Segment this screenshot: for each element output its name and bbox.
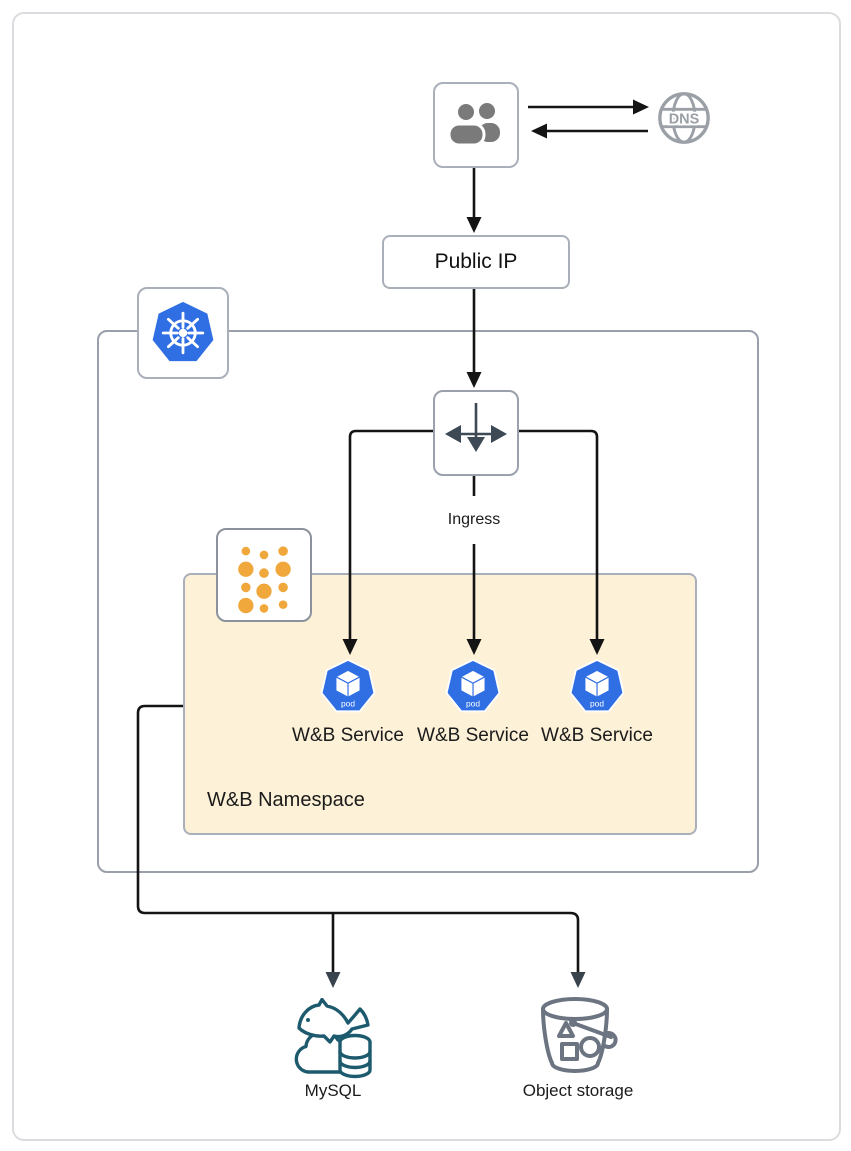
ingress-node (433, 390, 519, 476)
namespace-label: W&B Namespace (207, 789, 365, 811)
ingress-label: Ingress (447, 511, 501, 528)
pod-badge: pod (341, 699, 355, 709)
pod-label-2: W&B Service (417, 725, 529, 746)
pod-badge: pod (590, 699, 604, 709)
public-ip-label: Public IP (434, 250, 518, 273)
dns-node: DNS (656, 90, 712, 146)
pod-label-3: W&B Service (541, 725, 653, 746)
pod-node-1: pod (320, 658, 376, 716)
pod-badge: pod (466, 699, 480, 709)
namespace-icon-tile (216, 528, 312, 622)
pod-node-2: pod (445, 658, 501, 716)
pod-node-3: pod (569, 658, 625, 716)
public-ip-node: Public IP (382, 235, 570, 289)
bucket-icon (541, 997, 618, 1073)
mysql-icon (294, 998, 372, 1079)
users-icon (447, 101, 500, 147)
mysql-node (291, 998, 375, 1080)
mysql-label: MySQL (304, 1081, 362, 1100)
kubernetes-logo-icon (152, 301, 214, 362)
pod-icon: pod (320, 658, 376, 713)
dns-globe-icon: DNS (658, 92, 710, 144)
dns-label: DNS (669, 111, 700, 127)
users-node (433, 82, 519, 168)
object-storage-node (533, 993, 623, 1079)
object-storage-label: Object storage (522, 1081, 634, 1100)
namespace-dots-icon (238, 546, 291, 614)
pod-icon: pod (445, 658, 501, 713)
pod-label-1: W&B Service (292, 725, 404, 746)
diagram-outer-frame (12, 12, 841, 1141)
ingress-arrows-icon (445, 403, 507, 452)
pod-icon: pod (569, 658, 625, 713)
kubernetes-node (137, 287, 229, 379)
